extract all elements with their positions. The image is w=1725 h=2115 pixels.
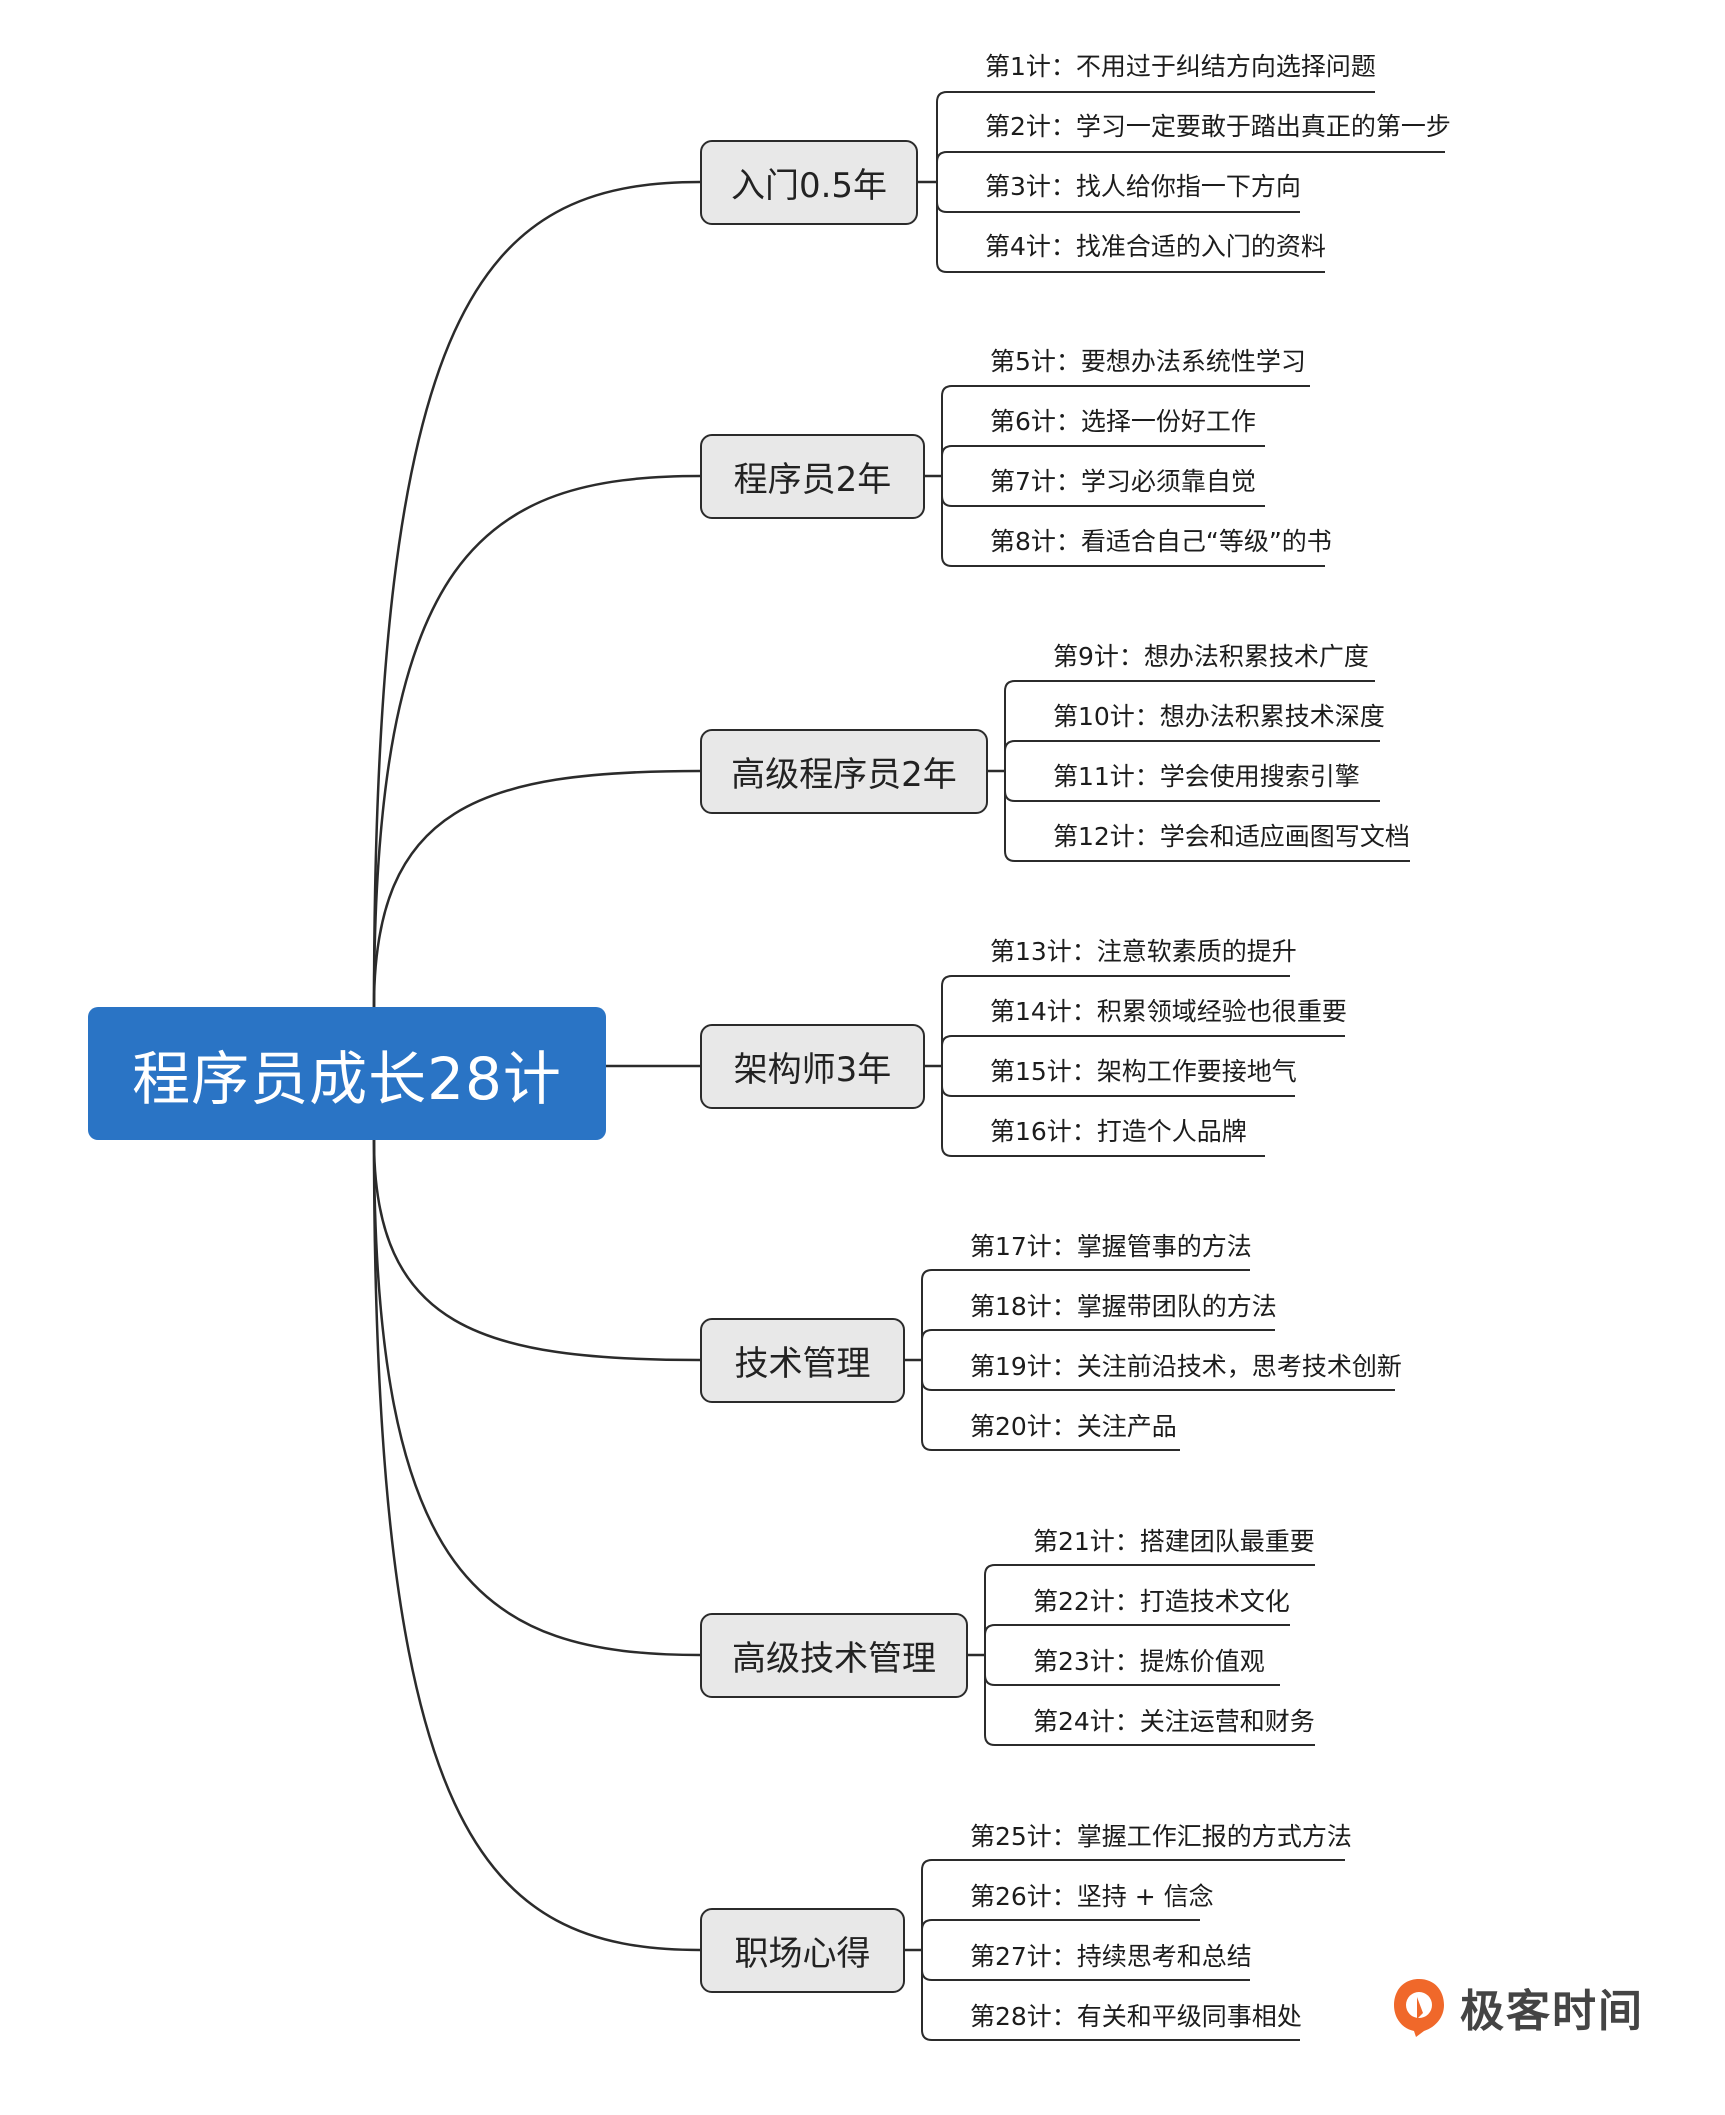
tip-item-24[interactable]: 第24计：关注运营和财务 [1033,1707,1315,1736]
tip-item-12[interactable]: 第12计：学会和适应画图写文档 [1053,822,1410,851]
leaf-underline [921,1950,1300,2041]
branch-label: 高级程序员2年 [731,755,957,795]
tip-item-20[interactable]: 第20计：关注产品 [970,1412,1177,1441]
branch-node-entry[interactable]: 入门0.5年 [700,140,918,225]
branch-node-senior-tech-management[interactable]: 高级技术管理 [700,1613,968,1698]
tip-item-25[interactable]: 第25计：掌握工作汇报的方式方法 [970,1822,1352,1851]
tip-item-1[interactable]: 第1计：不用过于纠结方向选择问题 [985,52,1376,81]
tip-item-17[interactable]: 第17计：掌握管事的方法 [970,1232,1252,1261]
tip-item-10[interactable]: 第10计：想办法积累技术深度 [1053,702,1385,731]
branch-connector [372,1139,701,1657]
tip-item-18[interactable]: 第18计：掌握带团队的方法 [970,1292,1277,1321]
leaf-underline [935,182,1325,273]
leaf-underline [921,1360,1180,1451]
tip-item-27[interactable]: 第27计：持续思考和总结 [970,1942,1252,1971]
root-node[interactable]: 程序员成长28计 [88,1007,606,1140]
tip-item-3[interactable]: 第3计：找人给你指一下方向 [985,172,1301,201]
tip-item-7[interactable]: 第7计：学习必须靠自觉 [990,467,1256,496]
branch-node-workplace[interactable]: 职场心得 [700,1908,905,1993]
tip-item-13[interactable]: 第13计：注意软素质的提升 [990,937,1297,966]
leaf-underline [983,1655,1315,1746]
tip-item-15[interactable]: 第15计：架构工作要接地气 [990,1057,1297,1086]
leaf-underline [941,1035,1345,1066]
root-label: 程序员成长28计 [132,1044,562,1113]
leaf-underline [921,1329,1275,1360]
tip-item-4[interactable]: 第4计：找准合适的入门的资料 [985,232,1326,261]
branch-label: 技术管理 [734,1344,871,1384]
branch-connector [372,474,701,1008]
branch-node-senior-programmer[interactable]: 高级程序员2年 [700,729,988,814]
branch-label: 职场心得 [734,1934,871,1974]
tip-item-21[interactable]: 第21计：搭建团队最重要 [1033,1527,1315,1556]
logo-text: 极客时间 [1460,1986,1644,2037]
branch-label: 架构师3年 [733,1050,892,1090]
leaf-underline [1003,770,1410,862]
tip-item-28[interactable]: 第28计：有关和平级同事相处 [970,2002,1302,2031]
branch-label: 入门0.5年 [730,166,888,206]
tip-item-22[interactable]: 第22计：打造技术文化 [1033,1587,1290,1616]
leaf-underline [936,151,1445,182]
tip-item-2[interactable]: 第2计：学习一定要敢于踏出真正的第一步 [985,112,1451,141]
branch-node-tech-management[interactable]: 技术管理 [700,1318,905,1403]
branch-connector [372,1139,701,1952]
tip-item-16[interactable]: 第16计：打造个人品牌 [990,1117,1247,1146]
leaf-underline [1003,740,1380,772]
tip-item-5[interactable]: 第5计：要想办法系统性学习 [990,347,1306,376]
branch-label: 高级技术管理 [732,1639,936,1679]
geektime-logo-icon [1394,1979,1444,2037]
geektime-logo: 极客时间 [1390,1975,1644,2039]
branch-connector [372,1139,701,1362]
tip-item-8[interactable]: 第8计：看适合自己“等级”的书 [990,527,1332,556]
tip-item-14[interactable]: 第14计：积累领域经验也很重要 [990,997,1347,1026]
leaf-underline [921,1919,1200,1950]
tip-item-23[interactable]: 第23计：提炼价值观 [1033,1647,1265,1676]
branch-connector [372,180,701,1008]
tip-item-6[interactable]: 第6计：选择一份好工作 [990,407,1256,436]
branch-label: 程序员2年 [733,460,892,500]
branch-node-architect[interactable]: 架构师3年 [700,1024,925,1109]
tip-item-11[interactable]: 第11计：学会使用搜索引擎 [1053,762,1360,791]
leaf-underline [941,445,1265,476]
tip-item-9[interactable]: 第9计：想办法积累技术广度 [1053,642,1369,671]
leaf-underline [940,1066,1265,1157]
branch-connector [372,769,701,1008]
branch-node-programmer[interactable]: 程序员2年 [700,434,925,519]
leaf-underline [940,476,1325,567]
leaf-underline [984,1624,1290,1655]
tip-item-19[interactable]: 第19计：关注前沿技术，思考技术创新 [970,1352,1402,1381]
tip-item-26[interactable]: 第26计：坚持 + 信念 [970,1882,1214,1911]
